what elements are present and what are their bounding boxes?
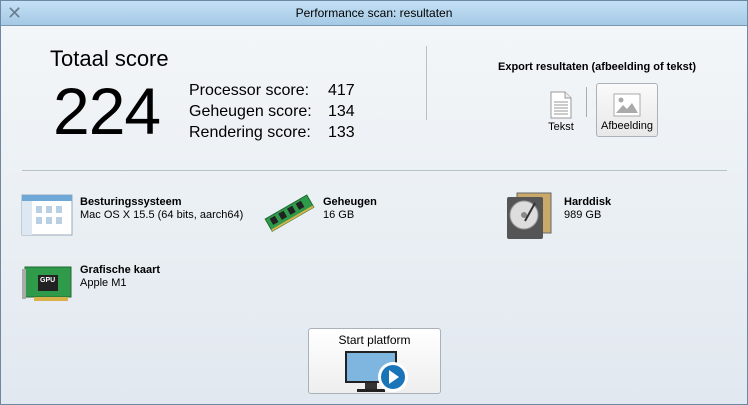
horizontal-divider (22, 170, 727, 171)
export-image-button[interactable]: Afbeelding (596, 83, 658, 137)
harddisk-icon (507, 192, 552, 239)
total-score-label: Totaal score (50, 46, 169, 71)
graphics-card-icon: GPU (22, 265, 72, 303)
harddisk-label: Harddisk (564, 196, 612, 208)
monitor-play-icon (344, 351, 408, 392)
rendering-score-row: Rendering score: 133 (189, 122, 355, 143)
image-icon (613, 93, 641, 117)
memory-value: 16 GB (323, 209, 355, 221)
memory-label: Geheugen (323, 196, 377, 208)
document-icon (550, 91, 572, 119)
graphics-label: Grafische kaart (80, 264, 161, 276)
window-title: Performance scan: resultaten (295, 6, 453, 20)
memory-icon (264, 194, 315, 232)
total-score-value: 224 (53, 74, 161, 148)
os-label: Besturingssysteem (80, 196, 182, 208)
export-text-label: Tekst (548, 121, 574, 133)
export-separator (586, 87, 587, 117)
export-text-button[interactable]: Tekst (541, 85, 581, 137)
operating-system-icon (21, 194, 73, 236)
score-value: 133 (328, 124, 355, 141)
score-breakdown: Processor score: 417 Geheugen score: 134 R… (189, 80, 355, 143)
export-image-label: Afbeelding (601, 120, 653, 132)
processor-score-row: Processor score: 417 (189, 80, 355, 101)
close-icon[interactable]: ✕ (7, 3, 23, 23)
score-label: Geheugen score: (189, 103, 312, 120)
score-label: Rendering score: (189, 124, 311, 141)
start-platform-label: Start platform (338, 333, 411, 347)
score-value: 417 (328, 82, 355, 99)
score-label: Processor score: (189, 82, 310, 99)
harddisk-value: 989 GB (564, 209, 602, 221)
gpu-chip-text: GPU (40, 277, 56, 284)
os-value: Mac OS X 15.5 (64 bits, aarch64) (80, 209, 244, 221)
title-bar: ✕ Performance scan: resultaten (1, 1, 747, 26)
start-platform-button[interactable]: Start platform (308, 328, 441, 394)
graphics-value: Apple M1 (80, 277, 127, 289)
vertical-divider (426, 46, 427, 120)
export-title: Export resultaten (afbeelding of tekst) (498, 61, 697, 73)
score-value: 134 (328, 103, 355, 120)
gpu-board-icon (22, 266, 72, 301)
memory-score-row: Geheugen score: 134 (189, 101, 355, 122)
